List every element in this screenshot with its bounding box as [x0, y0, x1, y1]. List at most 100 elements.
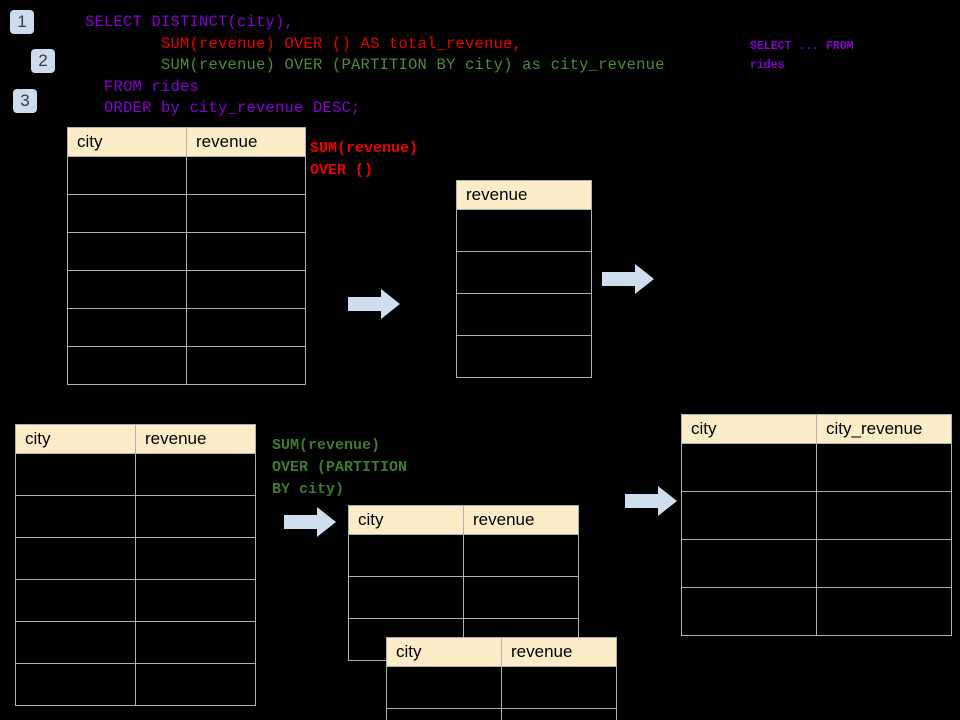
table-cell-empty: [135, 579, 256, 622]
table-row: [67, 156, 306, 195]
table-cell-empty: [15, 453, 136, 496]
table-cell-empty: [67, 346, 187, 385]
sql-line-2: SUM(revenue) OVER () AS total_revenue,: [85, 34, 523, 53]
table-cell-empty: [456, 251, 592, 294]
table-cell-empty: [501, 708, 617, 720]
table-row: [67, 194, 306, 233]
sql-line-1: SELECT DISTINCT(city),: [85, 13, 295, 31]
table-row: [456, 209, 592, 252]
table-row: [681, 443, 952, 492]
table-row: [348, 534, 579, 577]
select-from-rides-note: SELECT ... FROM rides: [750, 40, 854, 72]
step-badge-2: 2: [31, 49, 55, 73]
table-cell-empty: [67, 232, 187, 271]
column-header-city: city: [386, 637, 502, 667]
table-cell-empty: [67, 194, 187, 233]
table-row: [386, 708, 617, 720]
column-header-revenue: revenue: [186, 127, 306, 157]
annotation-sum-over-partition: SUM(revenue) OVER (PARTITION BY city): [272, 437, 408, 498]
table-cell-empty: [463, 534, 579, 577]
table-cell-empty: [67, 156, 187, 195]
table-cell-empty: [15, 663, 136, 706]
table-row: [67, 270, 306, 309]
table-row: [456, 335, 592, 378]
table-cell-empty: [186, 232, 306, 271]
table-row: [386, 666, 617, 709]
table-header-row: revenue: [456, 180, 592, 210]
table-cell-empty: [816, 491, 952, 540]
sql-line-4: FROM rides: [85, 77, 200, 96]
table-cell-empty: [681, 587, 817, 636]
column-header-revenue: revenue: [135, 424, 256, 454]
table-cell-empty: [186, 156, 306, 195]
table-cell-empty: [135, 453, 256, 496]
table-cell-empty: [135, 537, 256, 580]
table-cell-empty: [816, 443, 952, 492]
table-row: [67, 346, 306, 385]
sql-line-5: ORDER by city_revenue DESC;: [85, 99, 361, 117]
column-header-city: city: [681, 414, 817, 444]
table-cell-empty: [15, 495, 136, 538]
table-cell-empty: [186, 270, 306, 309]
table-row: [681, 587, 952, 636]
arrow-source-to-total-icon: [348, 287, 400, 321]
table-row: [456, 251, 592, 294]
table-cell-empty: [816, 587, 952, 636]
table-cell-empty: [456, 293, 592, 336]
table-cell-empty: [681, 443, 817, 492]
table-cell-empty: [456, 335, 592, 378]
table-cell-empty: [681, 491, 817, 540]
table-cell-empty: [186, 194, 306, 233]
table-cell-empty: [386, 708, 502, 720]
table-row: [67, 232, 306, 271]
step-badge-1: 1: [10, 10, 34, 34]
table-row: [15, 621, 256, 664]
step-badge-3: 3: [13, 89, 37, 113]
table-cell-empty: [15, 621, 136, 664]
column-header-city_revenue: city_revenue: [816, 414, 952, 444]
table-cell-empty: [135, 495, 256, 538]
column-header-city: city: [348, 505, 464, 535]
table-cell-empty: [15, 537, 136, 580]
table-row: [15, 579, 256, 622]
table-cell-empty: [135, 663, 256, 706]
table-row: [15, 495, 256, 538]
table-cell-empty: [186, 308, 306, 347]
table-row: [456, 293, 592, 336]
table-cell-empty: [463, 576, 579, 619]
table-row: [348, 576, 579, 619]
table-row: [681, 539, 952, 588]
column-header-revenue: revenue: [463, 505, 579, 535]
table-row: [681, 491, 952, 540]
table-cell-empty: [67, 308, 187, 347]
table-cell-empty: [186, 346, 306, 385]
column-header-revenue: revenue: [501, 637, 617, 667]
table-cell-empty: [501, 666, 617, 709]
table-cell-empty: [15, 579, 136, 622]
sql-line-3: SUM(revenue) OVER (PARTITION BY city) as…: [85, 56, 665, 74]
table-cell-empty: [348, 576, 464, 619]
table-row: [15, 663, 256, 706]
table-cell-empty: [816, 539, 952, 588]
table-cell-empty: [135, 621, 256, 664]
column-header-city: city: [67, 127, 187, 157]
annotation-sum-over-empty: SUM(revenue) OVER (): [310, 140, 419, 179]
table-cell-empty: [348, 534, 464, 577]
arrow-source-to-partition-icon: [284, 505, 336, 539]
table-row: [15, 453, 256, 496]
table-cell-empty: [386, 666, 502, 709]
column-header-revenue: revenue: [456, 180, 592, 210]
table-cell-empty: [456, 209, 592, 252]
table-total-revenue-result: revenue: [456, 180, 592, 378]
arrow-partition-to-result-icon: [625, 484, 677, 518]
